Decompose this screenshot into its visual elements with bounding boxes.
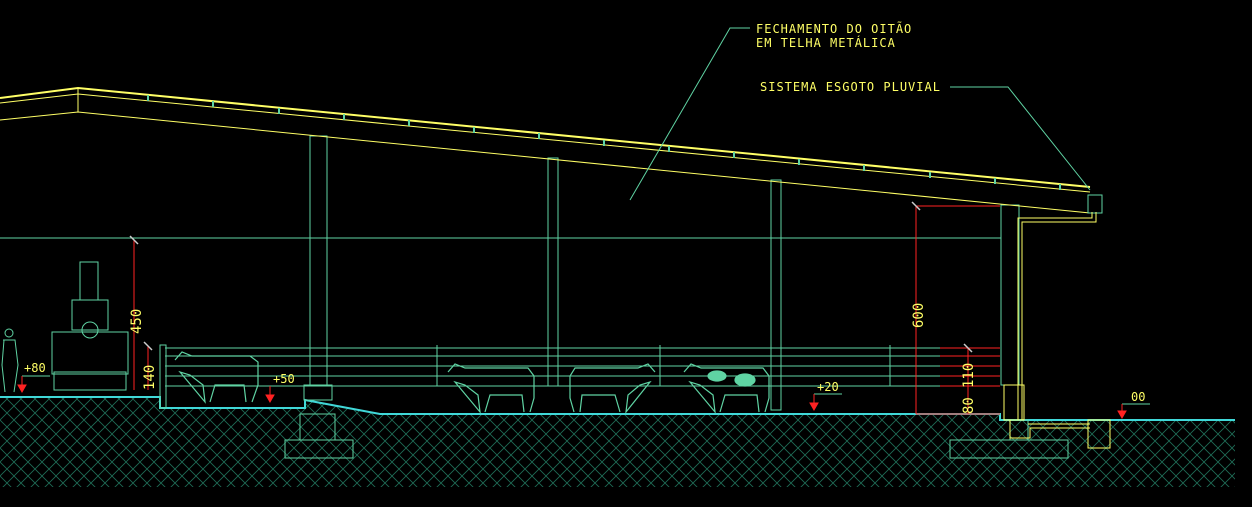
roof-note-line2: EM TELHA METÁLICA [756, 35, 896, 50]
ground-soil [0, 396, 1235, 487]
leader-lines [629, 27, 1091, 201]
dim-curb-height: 140 [142, 365, 158, 390]
dimension-lines [133, 205, 1000, 415]
stall-rails [159, 344, 1000, 409]
dim-rail-height: 110 [961, 363, 977, 388]
level-feed-lane: +50 [273, 372, 295, 386]
roof [0, 86, 1103, 214]
level-markers [17, 375, 1150, 420]
level-ground: 00 [1131, 390, 1145, 404]
cow-1 [174, 351, 259, 404]
cow-2 [447, 363, 535, 414]
level-stall-floor: +20 [817, 380, 839, 394]
drainage-note: SISTEMA ESGOTO PLUVIAL [760, 80, 941, 94]
dim-eave-height: 600 [911, 303, 927, 328]
cow-3 [569, 363, 656, 415]
dimension-ticks [129, 201, 973, 353]
person-figure [1, 328, 19, 393]
tractor [51, 261, 129, 391]
rain-downpipe [1003, 212, 1111, 449]
footings [284, 413, 1069, 459]
roof-note-line1: FECHAMENTO DO OITÃO [756, 21, 912, 36]
columns [303, 135, 1020, 411]
level-tractor-lane: +80 [24, 361, 46, 375]
dim-base-height: 80 [961, 397, 977, 414]
cow-4 [683, 363, 770, 414]
dim-tractor-height: 450 [129, 309, 145, 334]
